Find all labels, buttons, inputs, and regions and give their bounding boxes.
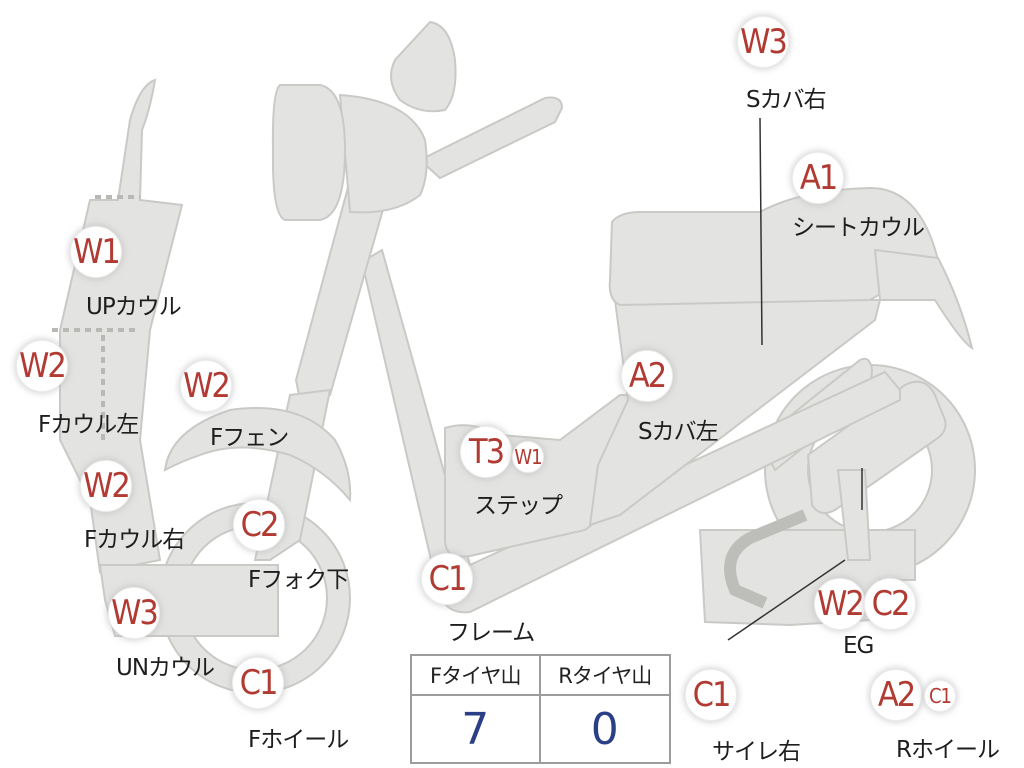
marker-code: W2 bbox=[814, 578, 866, 630]
part-label-side-cover-left: Sカバ左 bbox=[638, 419, 719, 445]
part-label-silencer-right: サイレ右 bbox=[712, 739, 801, 765]
marker-code: W3 bbox=[108, 587, 160, 639]
marker-code: W2 bbox=[16, 340, 68, 392]
marker-extra-code: W1 bbox=[512, 441, 544, 473]
marker-code: C1 bbox=[232, 657, 284, 709]
seat-part bbox=[608, 186, 940, 307]
handlebar bbox=[418, 96, 564, 180]
marker-extra-code: C1 bbox=[924, 680, 956, 712]
part-label-under-cowl: UNカウル bbox=[116, 655, 215, 681]
marker-code: W1 bbox=[70, 226, 122, 278]
part-label-front-fender: Fフェン bbox=[210, 425, 289, 451]
part-label-front-wheel: Fホイール bbox=[248, 727, 349, 753]
table-header-front-tire: Fタイヤ山 bbox=[412, 656, 541, 696]
marker-code: C1 bbox=[685, 669, 737, 721]
part-label-side-cover-right: Sカバ右 bbox=[746, 87, 827, 113]
part-label-engine: EG bbox=[843, 633, 874, 659]
marker-code: W2 bbox=[80, 460, 132, 512]
part-label-step: ステップ bbox=[474, 493, 563, 519]
tail-cowl bbox=[873, 248, 974, 351]
front-fender bbox=[163, 407, 352, 503]
mirror bbox=[390, 20, 457, 113]
table-value-rear-tire: 0 bbox=[590, 703, 619, 755]
marker-extra-code: C2 bbox=[864, 578, 916, 630]
headlight-part bbox=[338, 93, 428, 214]
tire-tread-table: Fタイヤ山 Rタイヤ山 7 0 bbox=[410, 654, 671, 764]
marker-code: T3 bbox=[460, 426, 512, 478]
marker-code: A1 bbox=[792, 152, 844, 204]
part-label-front-cowl-right: Fカウル右 bbox=[84, 527, 185, 553]
part-label-seat-cowl: シートカウル bbox=[792, 215, 925, 241]
table-value-front-tire: 7 bbox=[412, 696, 541, 762]
marker-code: A2 bbox=[621, 350, 673, 402]
exhaust-pipe bbox=[724, 509, 808, 609]
part-label-front-cowl-left: Fカウル左 bbox=[38, 412, 139, 438]
marker-code: C1 bbox=[421, 553, 473, 605]
front-wheel bbox=[159, 502, 352, 694]
part-label-rear-wheel: Rホイール bbox=[896, 737, 1000, 763]
table-header-rear-tire: Rタイヤ山 bbox=[540, 656, 669, 696]
front-cowl bbox=[59, 78, 184, 574]
marker-code: W2 bbox=[180, 360, 232, 412]
marker-code: C2 bbox=[233, 499, 285, 551]
headlight-lens bbox=[271, 84, 347, 221]
part-label-frame: フレーム bbox=[447, 620, 535, 646]
marker-code: W3 bbox=[737, 16, 789, 68]
part-label-upper-cowl: UPカウル bbox=[86, 294, 182, 320]
part-label-front-fork-lower: Fフォク下 bbox=[248, 567, 349, 593]
marker-code: A2 bbox=[870, 669, 922, 721]
